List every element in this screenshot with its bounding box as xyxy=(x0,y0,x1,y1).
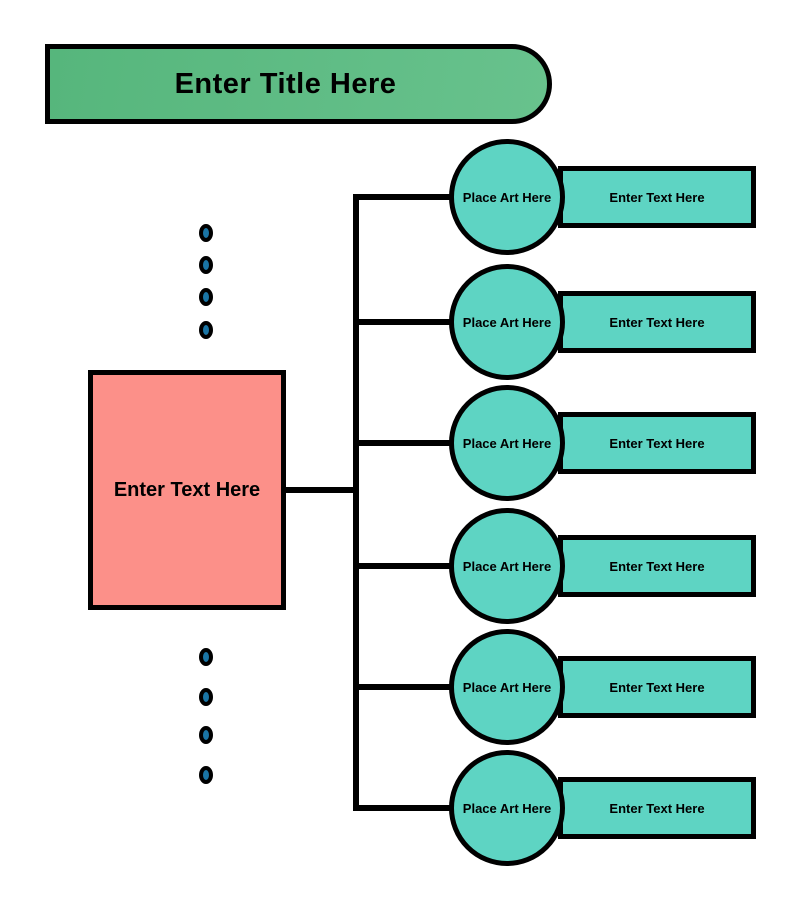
row-branch-line xyxy=(356,440,511,446)
title-banner[interactable]: Enter Title Here xyxy=(45,44,552,124)
center-branch-line xyxy=(283,487,359,493)
art-circle-label: Place Art Here xyxy=(462,679,552,695)
text-bar-label: Enter Text Here xyxy=(609,558,705,574)
ellipsis-dot xyxy=(199,256,213,274)
text-bar[interactable]: Enter Text Here xyxy=(558,412,756,474)
art-circle-label: Place Art Here xyxy=(462,189,552,205)
art-circle[interactable]: Place Art Here xyxy=(449,629,565,745)
text-bar-label: Enter Text Here xyxy=(609,189,705,205)
ellipsis-dot xyxy=(199,688,213,706)
text-bar-label: Enter Text Here xyxy=(609,314,705,330)
art-circle[interactable]: Place Art Here xyxy=(449,385,565,501)
text-bar[interactable]: Enter Text Here xyxy=(558,291,756,353)
center-box-label: Enter Text Here xyxy=(113,478,261,501)
art-circle-label: Place Art Here xyxy=(462,314,552,330)
art-circle-label: Place Art Here xyxy=(462,800,552,816)
text-bar[interactable]: Enter Text Here xyxy=(558,535,756,597)
ellipsis-dot xyxy=(199,726,213,744)
trunk-line xyxy=(353,194,359,811)
text-bar-label: Enter Text Here xyxy=(609,435,705,451)
text-bar-label: Enter Text Here xyxy=(609,679,705,695)
center-box[interactable]: Enter Text Here xyxy=(88,370,286,610)
text-bar[interactable]: Enter Text Here xyxy=(558,166,756,228)
row-branch-line xyxy=(356,684,511,690)
art-circle[interactable]: Place Art Here xyxy=(449,750,565,866)
ellipsis-dot xyxy=(199,288,213,306)
ellipsis-dot xyxy=(199,224,213,242)
ellipsis-dot xyxy=(199,766,213,784)
text-bar-label: Enter Text Here xyxy=(609,800,705,816)
art-circle[interactable]: Place Art Here xyxy=(449,264,565,380)
art-circle[interactable]: Place Art Here xyxy=(449,508,565,624)
ellipsis-dot xyxy=(199,321,213,339)
art-circle-label: Place Art Here xyxy=(462,558,552,574)
row-branch-line xyxy=(356,805,511,811)
art-circle-label: Place Art Here xyxy=(462,435,552,451)
text-bar[interactable]: Enter Text Here xyxy=(558,777,756,839)
row-branch-line xyxy=(356,563,511,569)
text-bar[interactable]: Enter Text Here xyxy=(558,656,756,718)
ellipsis-dot xyxy=(199,648,213,666)
row-branch-line xyxy=(356,319,511,325)
row-branch-line xyxy=(356,194,511,200)
art-circle[interactable]: Place Art Here xyxy=(449,139,565,255)
title-label: Enter Title Here xyxy=(174,67,397,100)
